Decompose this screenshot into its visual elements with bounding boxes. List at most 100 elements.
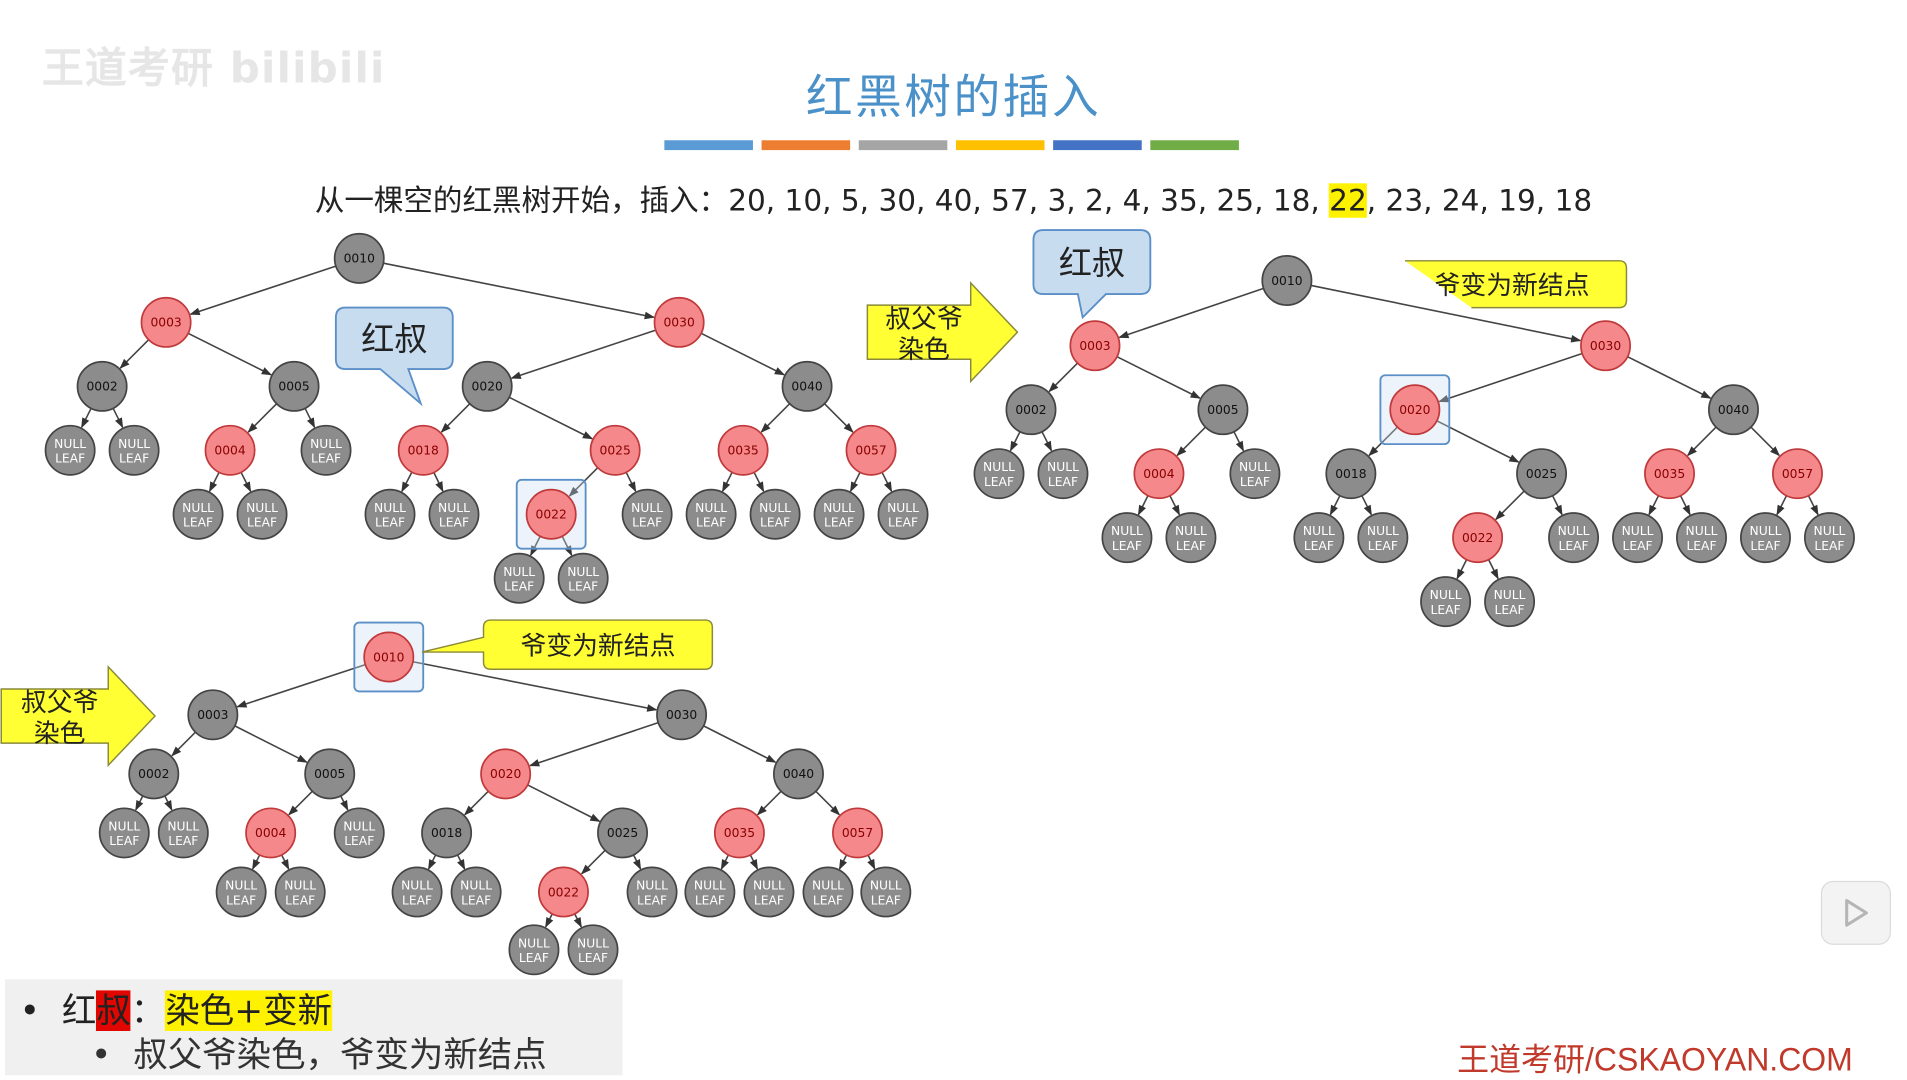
null-leaf-circle [1740, 512, 1791, 564]
null-leaf-text: LEAF [1368, 539, 1398, 553]
null-leaf-circle [1676, 512, 1727, 564]
sequence-before: 20, 10, 5, 30, 40, 57, 3, 2, 4, 35, 25, … [728, 183, 1330, 218]
tree-node: 0030 [656, 689, 708, 741]
null-leaf-text: LEAF [1240, 475, 1270, 489]
tree-node: 0020 [480, 748, 532, 800]
null-leaf-text: LEAF [504, 580, 534, 594]
edge-arrowhead [1176, 446, 1187, 457]
null-leaf-circle [1229, 448, 1281, 500]
tree-node: 0004 [1133, 448, 1185, 500]
tree-edges [1009, 284, 1819, 580]
node-key: 0040 [1718, 403, 1749, 417]
null-leaf-circle [1484, 576, 1536, 628]
null-leaf-text: LEAF [1304, 539, 1334, 553]
tree-node: 0005 [304, 748, 356, 800]
tree-edges [135, 660, 876, 928]
summary-line-1: • 红叔：染色+变新 [19, 990, 332, 1031]
edge-arrowhead [774, 367, 786, 376]
node-key: 0035 [727, 444, 758, 458]
edge-arrowhead [236, 700, 248, 708]
edge-arrowhead [1118, 330, 1130, 339]
null-leaf-circle [802, 866, 854, 918]
black-node-circle [772, 748, 824, 800]
node-key: 0025 [1526, 467, 1557, 481]
node-key: 0018 [1335, 467, 1366, 481]
null-leaf-text: NULL [567, 565, 599, 579]
null-leaf-text: LEAF [226, 893, 256, 907]
node-key: 0025 [607, 826, 638, 840]
edge-arrowhead [573, 916, 582, 928]
tree-node: 0035 [1644, 448, 1695, 500]
null-leaf-text: LEAF [55, 452, 85, 466]
null-leaf-text: LEAF [888, 516, 918, 530]
null-leaf-circle [1548, 512, 1600, 564]
null-leaf-text: LEAF [375, 516, 405, 530]
null-leaf-text: LEAF [168, 834, 198, 848]
callout-text: 爷变为新结点 [520, 632, 675, 662]
edge-arrowhead [401, 481, 410, 493]
tree-node: 0018 [1325, 448, 1377, 500]
null-leaf-text: NULL [1558, 524, 1590, 538]
tree-edge [529, 721, 659, 767]
black-node-circle [1516, 448, 1568, 500]
tree-node: 0002 [1005, 384, 1057, 436]
null-leaf-text: NULL [759, 501, 791, 515]
edge-arrowhead [633, 859, 642, 870]
black-node-circle [781, 360, 833, 412]
null-leaf-text: NULL [753, 879, 785, 893]
null-leaf-text: LEAF [247, 516, 277, 530]
null-leaf-text: NULL [1430, 588, 1462, 602]
null-leaf-text: NULL [225, 879, 257, 893]
null-leaf-text: NULL [983, 460, 1015, 474]
node-key: 0005 [278, 380, 309, 394]
tree-node: 0002 [128, 748, 180, 800]
red-node-circle [397, 424, 449, 476]
null-leaf-text: NULL [343, 819, 375, 833]
edge-arrowhead [261, 367, 273, 376]
edge-arrowhead [646, 704, 658, 712]
node-key: 0003 [150, 316, 181, 330]
edge-arrowhead [838, 859, 848, 870]
tree-node: 0002 [76, 360, 128, 412]
edge-arrowhead [1770, 446, 1781, 457]
red-node-circle [245, 807, 297, 859]
sequence-highlight: 22 [1329, 183, 1367, 218]
tree-node: 0057 [845, 424, 897, 476]
red-node-circle [1389, 384, 1441, 436]
edge-arrowhead [1363, 504, 1372, 516]
edge-arrowhead [1490, 568, 1499, 580]
node-key: 0035 [724, 826, 755, 840]
null-leaf-text: LEAF [1495, 603, 1525, 617]
insert-sequence: 从一棵空的红黑树开始，插入：20, 10, 5, 30, 40, 57, 3, … [0, 176, 1907, 219]
null-leaf-text: LEAF [1112, 539, 1142, 553]
grandpa-new-callout-1: 爷变为新结点 [1405, 260, 1628, 309]
node-key: 0004 [214, 444, 245, 458]
node-key: 0004 [255, 826, 286, 840]
tree-edge [1116, 356, 1201, 399]
tree-node: 0035 [717, 424, 769, 476]
node-key: 0010 [344, 252, 375, 266]
tree-edge [700, 332, 785, 376]
null-leaf-text: NULL [1686, 524, 1718, 538]
edge-arrowhead [545, 916, 554, 928]
summary-line-2: • 叔父爷染色，爷变为新结点 [91, 1034, 547, 1076]
null-leaf-text: LEAF [760, 516, 790, 530]
play-button[interactable] [1820, 880, 1891, 945]
color-bar [761, 140, 851, 151]
tree-edge [187, 332, 272, 376]
